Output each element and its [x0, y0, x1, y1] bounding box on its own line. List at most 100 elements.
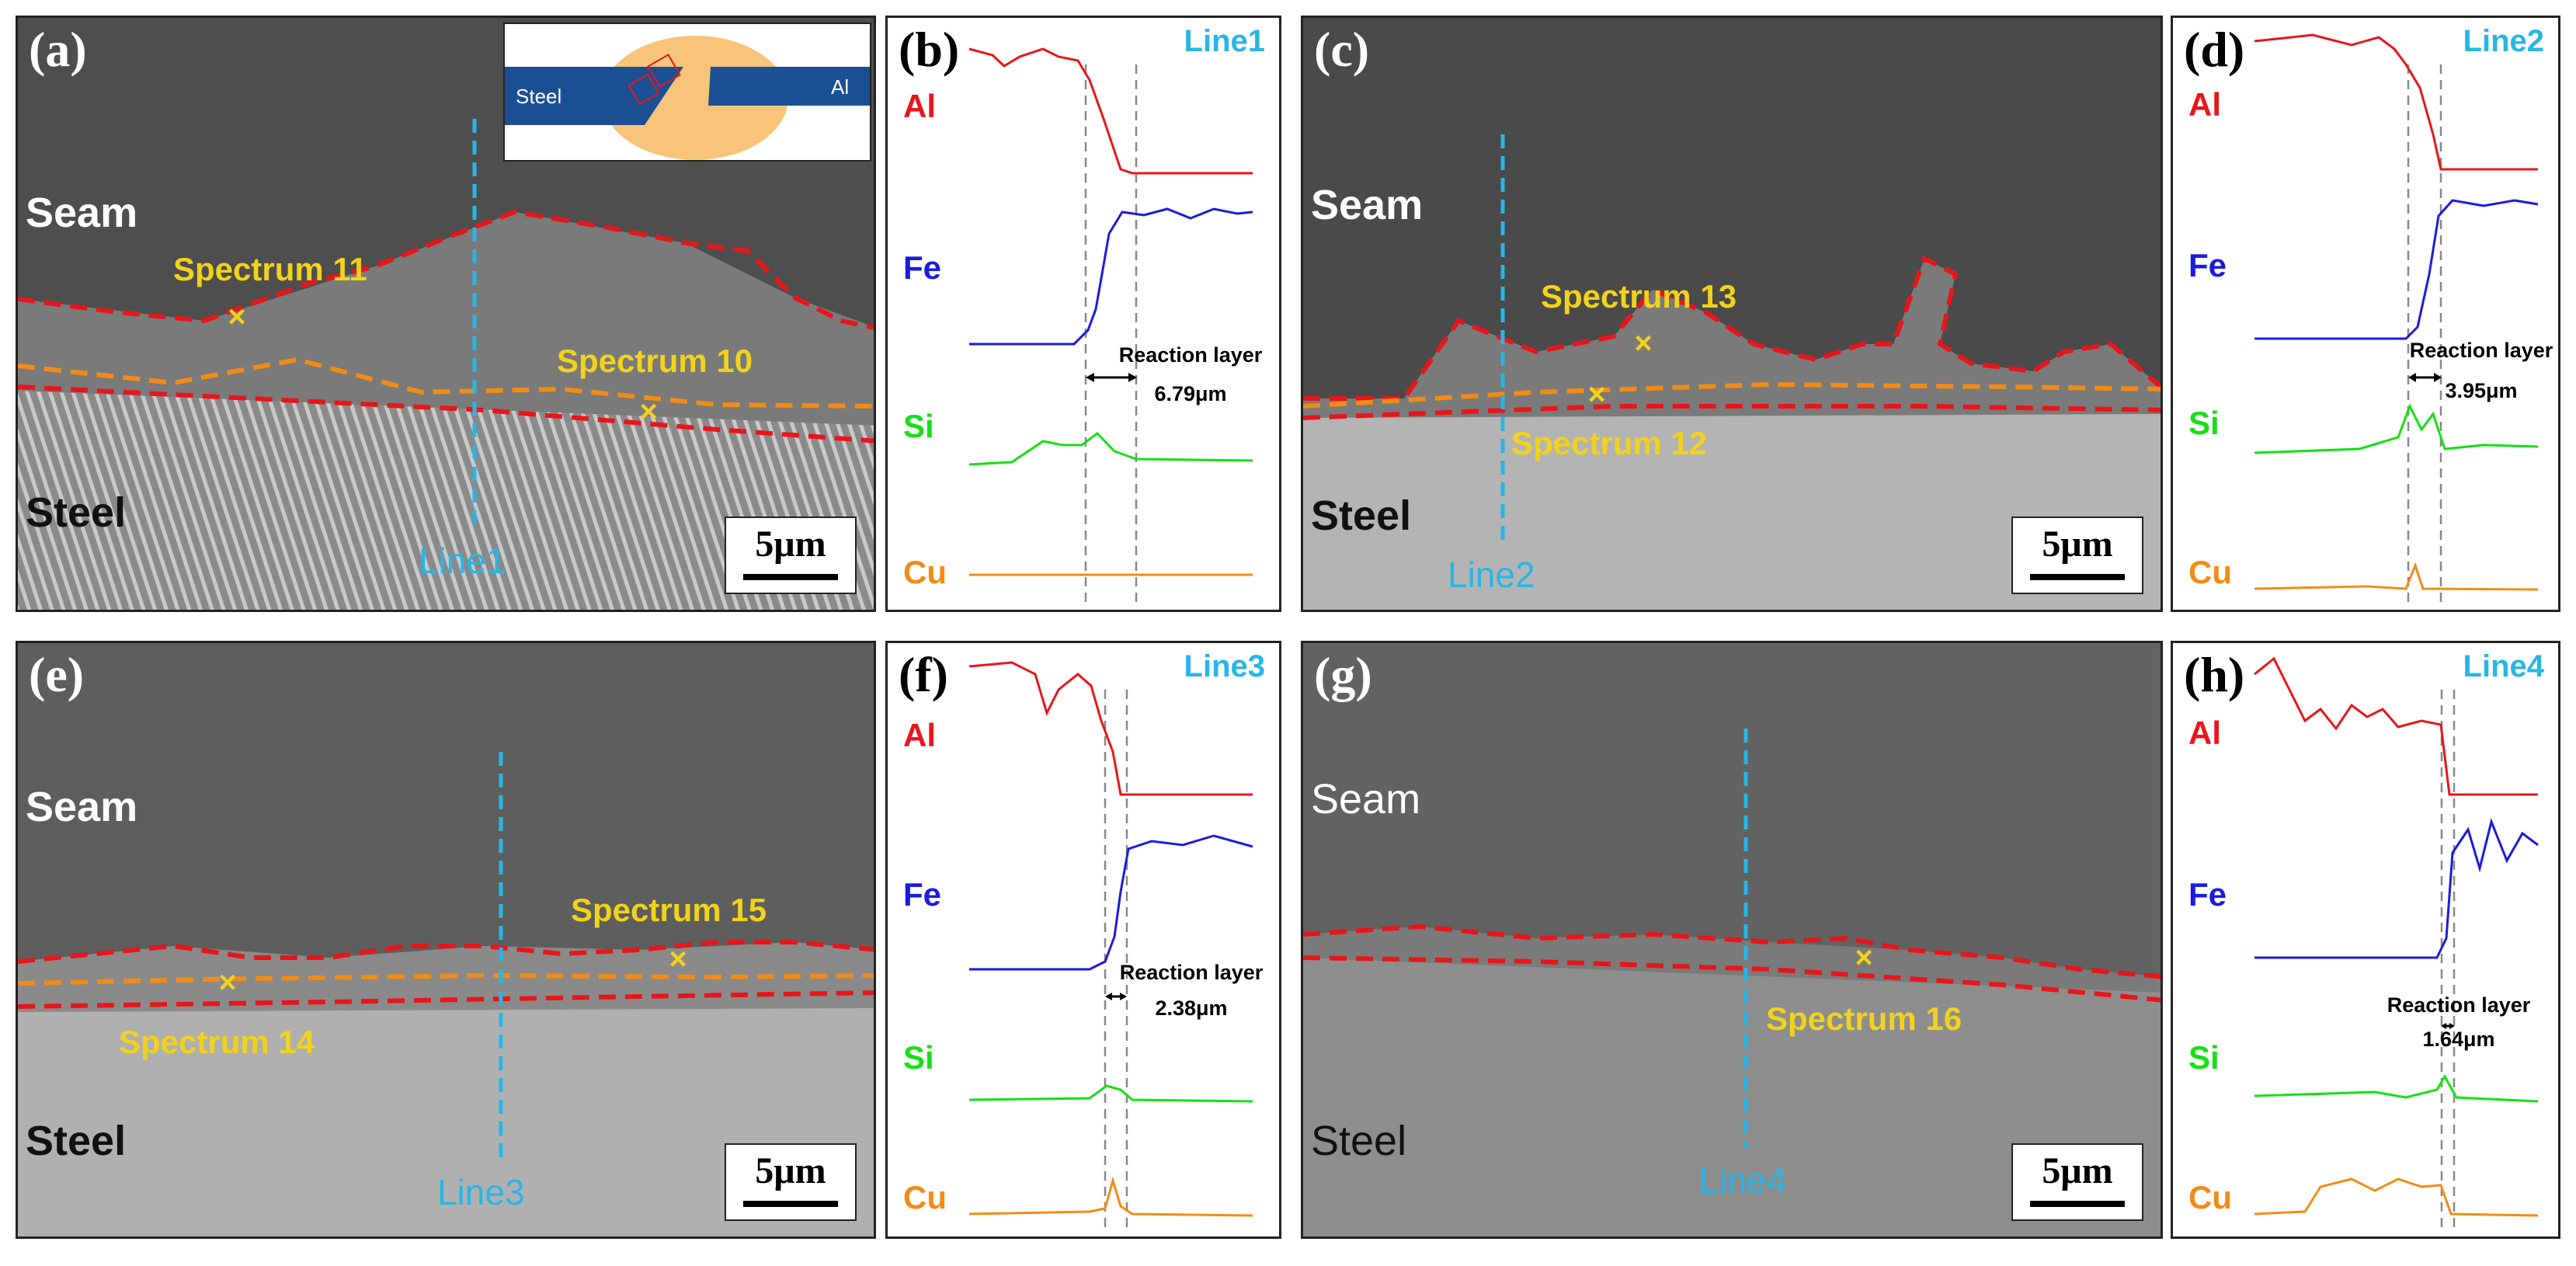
- reaction-layer-thickness: 2.38μm: [1155, 996, 1228, 1020]
- upper-boundary-line: [18, 940, 874, 964]
- al-profile-line: [968, 47, 1253, 175]
- element-label-si: Si: [2188, 1039, 2220, 1076]
- fe-profile-line: [969, 834, 1253, 971]
- reaction-zone: [1303, 259, 2161, 418]
- panel-label: (d): [2184, 22, 2245, 77]
- panel-label: (c): [1314, 22, 1370, 77]
- seam-label: Seam: [26, 784, 138, 830]
- scan-line-label: Line1: [419, 541, 506, 581]
- spectrum-label: Spectrum 15: [571, 892, 767, 928]
- element-label-cu: Cu: [2188, 1179, 2232, 1216]
- scale-bar: 5μm: [725, 1143, 857, 1221]
- panel-f-line-profile: (f) Line3 Al Fe Si Cu Reaction layer 2.3…: [885, 641, 1281, 1239]
- cu-profile-line: [2254, 1177, 2539, 1217]
- reaction-layer-label: Reaction layer: [1119, 961, 1264, 984]
- reaction-layer-label: Reaction layer: [2387, 993, 2531, 1017]
- spectrum-marker: ×: [218, 965, 236, 1000]
- si-profile-line: [968, 432, 1253, 466]
- reaction-layer-thickness: 3.95μm: [2445, 379, 2518, 402]
- panel-label: (f): [899, 647, 948, 702]
- reaction-layer-annotation: Reaction layer 2.38μm: [1110, 960, 1273, 1021]
- reaction-layer-annotation: Reaction layer 3.95μm: [2400, 338, 2558, 403]
- spectrum-marker: ×: [1587, 377, 1605, 412]
- steel-region: [18, 387, 874, 610]
- reaction-layer-thickness: 1.64μm: [2422, 1028, 2495, 1051]
- scan-line-id: Line4: [2463, 649, 2544, 683]
- panel-f-profile-plot: [968, 661, 1253, 1233]
- element-label-al: Al: [903, 717, 936, 753]
- panel-h-profile-plot: [2254, 656, 2539, 1233]
- spectrum-label: Spectrum 11: [173, 251, 367, 287]
- seam-label: Seam: [1311, 182, 1424, 228]
- steel-label: Steel: [1311, 492, 1412, 539]
- joint-schematic: [505, 36, 870, 160]
- lower-boundary-line: [1303, 404, 2161, 420]
- spectrum-label: Spectrum 12: [1511, 425, 1708, 461]
- panel-g-sem-image: × (g) Seam Steel Spectrum 16 Line4 5μm: [1301, 641, 2163, 1239]
- al-profile-line: [968, 661, 1253, 796]
- panel-e-sem-image: × × (e) Seam Steel Spectrum 15 Spectrum …: [16, 641, 876, 1239]
- fe-profile-line: [2254, 818, 2539, 959]
- spectrum-label: Spectrum 14: [119, 1024, 315, 1060]
- si-profile-line: [2254, 1073, 2539, 1103]
- panel-label: (e): [29, 647, 85, 702]
- scan-line-label: Line2: [1448, 555, 1535, 595]
- panel-b-profile-plot: [968, 47, 1253, 608]
- element-label-cu: Cu: [903, 554, 947, 590]
- fe-profile-line: [2254, 199, 2539, 340]
- joint-schematic-inset: Steel Al: [503, 23, 871, 162]
- scale-bar-label: 5μm: [2042, 1150, 2113, 1191]
- element-label-al: Al: [2188, 86, 2221, 123]
- scale-bar-label: 5μm: [755, 1150, 826, 1191]
- scan-line-id: Line2: [2463, 24, 2544, 58]
- panel-b-line-profile: (b) Line1 Al Fe Si Cu Reaction layer 6.7…: [885, 16, 1281, 612]
- spectrum-label: Spectrum 10: [557, 343, 753, 379]
- panel-c-sem-image: × × (c) Seam Steel Spectrum 13 Spectrum …: [1301, 16, 2163, 612]
- element-label-si: Si: [903, 1039, 934, 1076]
- lower-boundary-line: [1303, 955, 2161, 1003]
- panel-d-line-profile: (d) Line2 Al Fe Si Cu Reaction layer 3.9…: [2171, 16, 2560, 612]
- reaction-layer-label: Reaction layer: [2409, 339, 2553, 362]
- al-profile-line: [2254, 33, 2538, 171]
- cu-profile-line: [968, 1176, 1253, 1217]
- reaction-layer-label: Reaction layer: [1118, 343, 1263, 367]
- al-profile-line: [2254, 656, 2538, 796]
- scan-line-label: Line3: [437, 1172, 525, 1212]
- spectrum-marker: ×: [228, 300, 245, 334]
- panel-d-profile-plot: [2254, 33, 2539, 608]
- scan-line-id: Line1: [1184, 24, 1265, 58]
- scale-bar-line: [743, 574, 838, 580]
- steel-label: Steel: [26, 1118, 127, 1164]
- layer-boundary-line: [18, 356, 874, 409]
- element-label-al: Al: [2188, 715, 2221, 751]
- steel-label: Steel: [26, 489, 127, 536]
- panel-label: (a): [29, 22, 87, 77]
- spectrum-label: Spectrum 16: [1766, 1000, 1962, 1037]
- element-label-fe: Fe: [2188, 247, 2227, 283]
- spectrum-marker: ×: [1855, 941, 1872, 975]
- layer-boundary-line: [1303, 381, 2161, 409]
- scan-line-id: Line3: [1184, 649, 1265, 683]
- panel-label: (b): [899, 22, 960, 77]
- panel-label: (g): [1314, 647, 1372, 702]
- steel-region: [1303, 954, 2161, 1236]
- upper-boundary-line: [1303, 923, 2161, 979]
- seam-label: Seam: [1311, 776, 1421, 823]
- spectrum-marker: ×: [1634, 326, 1652, 360]
- element-label-cu: Cu: [2188, 554, 2232, 590]
- lower-boundary-line: [18, 384, 874, 443]
- si-profile-line: [968, 1084, 1253, 1103]
- lower-boundary-line: [18, 990, 874, 1009]
- upper-boundary-line: [1303, 255, 2161, 401]
- panel-a-sem-image: × × (a) Steel Al Seam Steel Spectrum 11 …: [16, 16, 876, 612]
- spectrum-marker: ×: [639, 395, 657, 429]
- reaction-layer-thickness: 6.79μm: [1154, 382, 1227, 405]
- layer-boundary-line: [18, 972, 874, 986]
- scan-line-label: Line4: [1699, 1160, 1787, 1201]
- scale-bar-line: [743, 1201, 838, 1207]
- element-label-si: Si: [903, 408, 934, 444]
- steel-label: Steel: [1311, 1118, 1407, 1164]
- upper-boundary-line: [18, 209, 874, 330]
- element-label-cu: Cu: [903, 1179, 947, 1216]
- scale-bar-line: [2030, 574, 2125, 580]
